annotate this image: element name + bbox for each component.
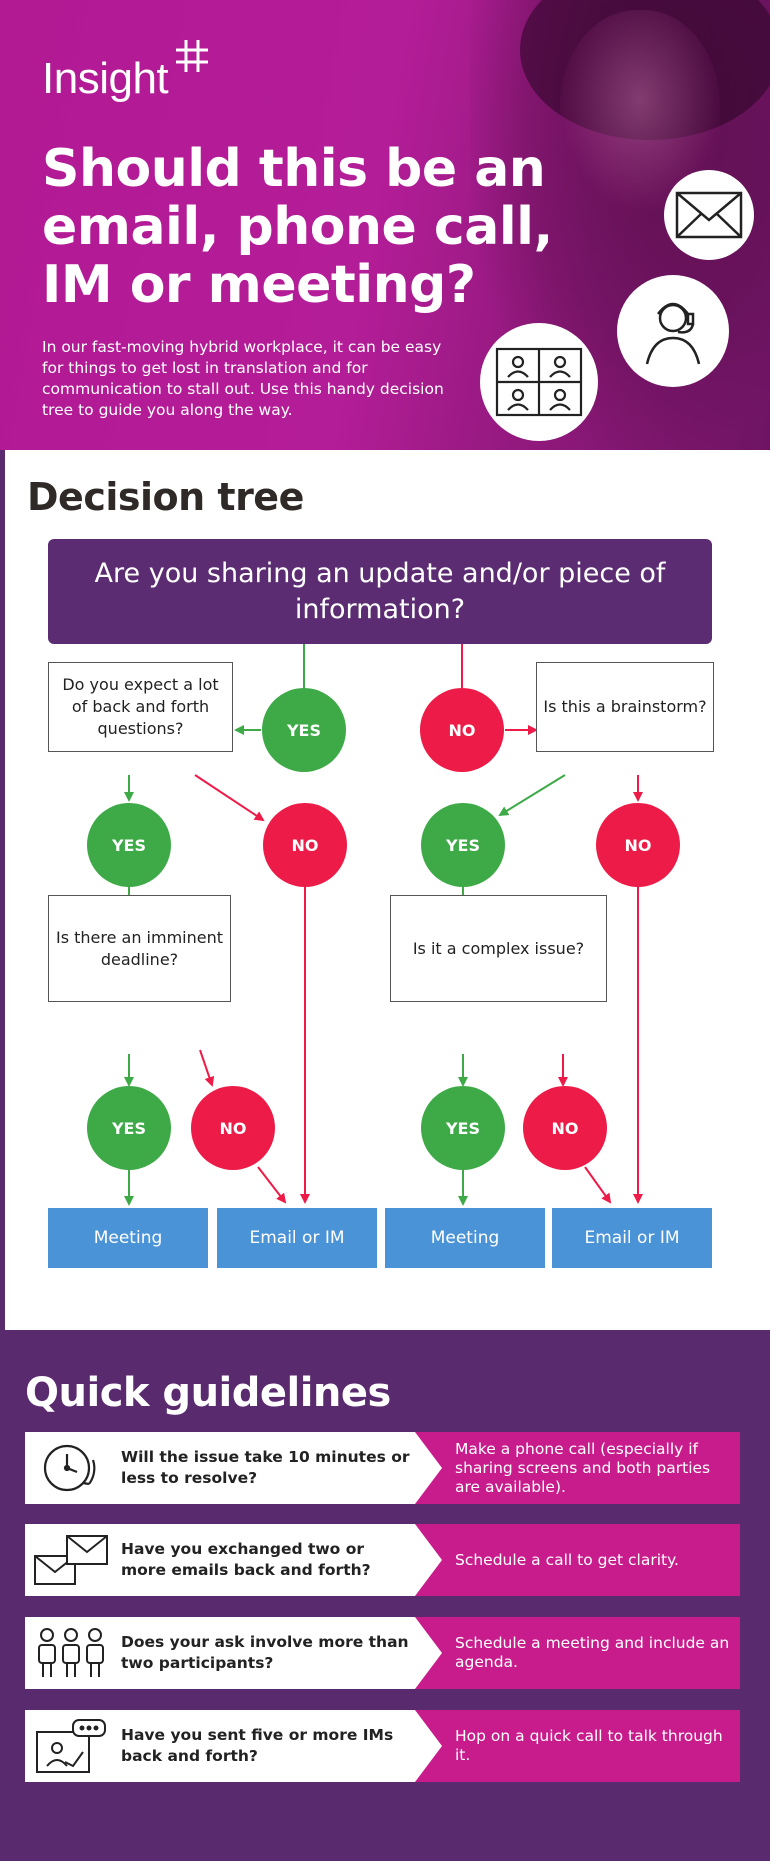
guideline-row: Have you exchanged two or more emails ba… [25,1524,740,1596]
yes-node-2: YES [87,803,171,887]
connector [584,1166,612,1204]
connector [257,1166,287,1204]
guideline-answer: Schedule a call to get clarity. [455,1550,679,1569]
clock-icon [43,1444,96,1492]
guideline-question: Does your ask involve more than two part… [121,1633,409,1672]
connector [199,1049,215,1087]
intro-text: In our fast-moving hybrid workplace, it … [42,338,444,419]
question-deadline: Is there an imminent deadline? [48,895,231,1002]
yes-node-5: YES [421,1086,505,1170]
no-node-2: NO [263,803,347,887]
result-meeting-1: Meeting [48,1208,208,1268]
question-brainstorm: Is this a brainstorm? [536,662,714,752]
guideline-answer: Schedule a meeting and include an agenda… [455,1634,730,1671]
guideline-row: Have you sent five or more IMs back and … [25,1710,740,1782]
no-node-4: NO [191,1086,275,1170]
root-question: Are you sharing an update and/or piece o… [48,539,712,644]
guideline-answer: Hop on a quick call to talk through it. [455,1727,723,1764]
no-node-5: NO [523,1086,607,1170]
question-back-and-forth: Do you expect a lot of back and forth qu… [48,662,233,752]
yes-node-4: YES [87,1086,171,1170]
page-title: Should this be an email, phone call, IM … [42,139,553,315]
hero-banner: Insight Should this be an email, phone c… [0,0,770,450]
result-meeting-2: Meeting [385,1208,545,1268]
envelopes-icon [34,1535,108,1585]
no-node-1: NO [420,688,504,772]
envelope-icon [664,170,754,260]
guideline-question: Have you exchanged two or more emails ba… [121,1540,371,1579]
decision-tree-panel: Decision tree Are you sharing an update … [5,450,770,1330]
guideline-row: Does your ask involve more than two part… [25,1617,740,1689]
video-grid-icon [480,323,598,441]
logo-text: Insight [42,54,169,103]
question-complex: Is it a complex issue? [390,895,607,1002]
guideline-question: Will the issue take 10 minutes or less t… [121,1448,410,1487]
logo-mark-icon [176,40,209,72]
guideline-question: Have you sent five or more IMs back and … [121,1726,394,1765]
result-email-im-2: Email or IM [552,1208,712,1268]
result-email-im-1: Email or IM [217,1208,377,1268]
no-node-3: NO [596,803,680,887]
yes-node-3: YES [421,803,505,887]
hero-photo-hair [520,0,770,140]
people-icon [38,1628,104,1677]
yes-node-1: YES [262,688,346,772]
headset-person-icon [617,275,729,387]
guideline-row: Will the issue take 10 minutes or less t… [25,1432,740,1504]
connector [194,774,265,822]
guideline-answer: Make a phone call (especially if sharing… [455,1439,711,1496]
tree-heading: Decision tree [27,475,304,519]
insight-logo: Insight [42,40,212,103]
chat-presenter-icon [36,1719,106,1773]
guidelines-heading: Quick guidelines [25,1370,391,1416]
connector [498,774,566,817]
